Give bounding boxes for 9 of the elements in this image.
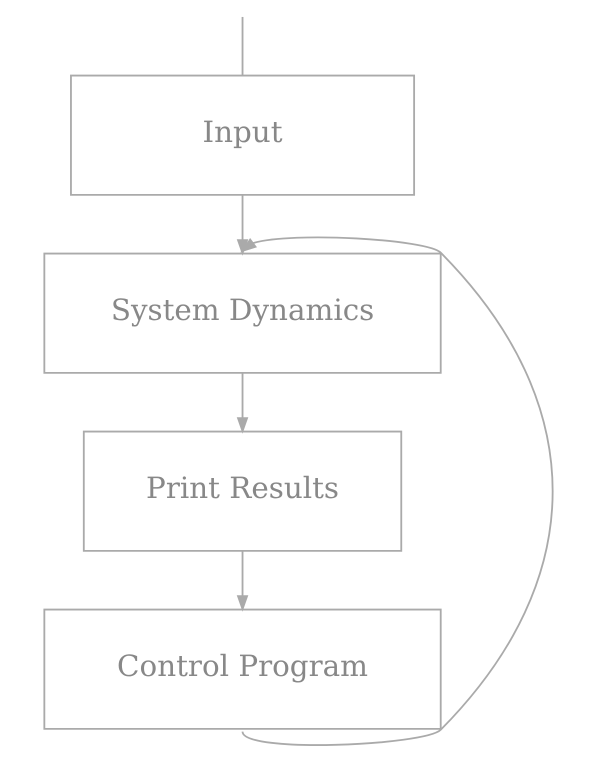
node-box: Input [70,74,416,196]
node-box: Control Program [43,608,442,730]
node-box: System Dynamics [43,252,442,374]
arrow [236,195,248,256]
node-box: Print Results [82,430,402,552]
arrow [236,373,248,434]
arrow [240,236,554,746]
connector [242,16,244,76]
arrow [236,551,248,612]
